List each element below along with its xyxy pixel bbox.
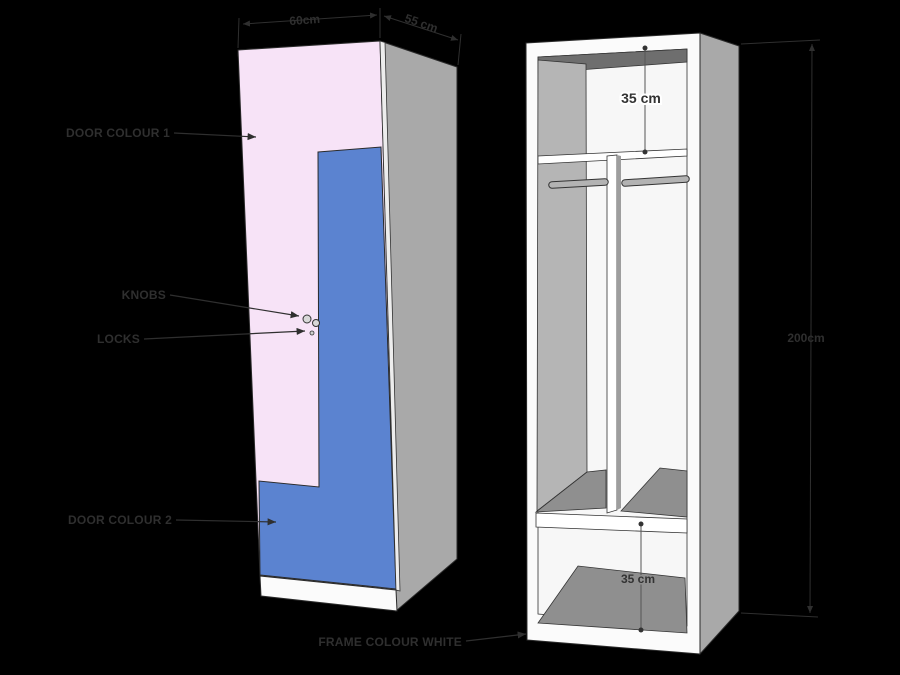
callout-frame-colour: FRAME COLOUR WHITE: [318, 631, 527, 649]
door-colour-2-label: DOOR COLOUR 2: [68, 513, 172, 527]
callout-locks: LOCKS: [97, 327, 306, 346]
centre-divider: [606, 154, 618, 514]
height-dimension: 200cm: [740, 39, 825, 618]
interior-left-wall: [536, 59, 588, 512]
wardrobe-interior-view: [525, 32, 740, 656]
lower-shelf-top-left: [534, 469, 607, 513]
knobs-label: KNOBS: [122, 288, 166, 302]
bottom-compartment-label: 35 cm: [621, 572, 655, 586]
centre-divider-side: [617, 155, 621, 510]
locks-label: LOCKS: [97, 332, 140, 346]
wardrobe-exterior-view: [237, 40, 458, 613]
width-dimension: 60cm: [237, 8, 381, 49]
door-edge: [379, 40, 401, 592]
bottom-compartment-dimension: 35 cm: [619, 521, 657, 633]
callout-door-colour-1: DOOR COLOUR 1: [66, 126, 257, 141]
top-compartment-dimension: 35 cm: [619, 45, 663, 155]
knob-icon: [312, 319, 320, 327]
top-compartment-label: 35 cm: [621, 90, 661, 106]
depth-dimension-label: 55 cm: [403, 11, 440, 35]
width-dimension-label: 60cm: [289, 12, 321, 28]
callout-knobs: KNOBS: [122, 288, 300, 319]
door-panel-colour-2: [258, 146, 397, 590]
lower-shelf-front: [535, 512, 688, 534]
lock-icon: [309, 330, 315, 336]
interior-side-panel: [699, 32, 740, 656]
hanging-rail-right: [621, 175, 690, 187]
lower-shelf-top-right: [620, 467, 688, 518]
height-dimension-label: 200cm: [787, 331, 824, 345]
exterior-plinth: [259, 575, 398, 612]
frame-colour-label: FRAME COLOUR WHITE: [318, 635, 462, 649]
callout-door-colour-2: DOOR COLOUR 2: [68, 513, 277, 527]
door-colour-1-label: DOOR COLOUR 1: [66, 126, 170, 140]
hanging-rail-left: [548, 178, 609, 189]
knob-icon: [302, 314, 312, 324]
bottom-floor: [537, 565, 688, 634]
